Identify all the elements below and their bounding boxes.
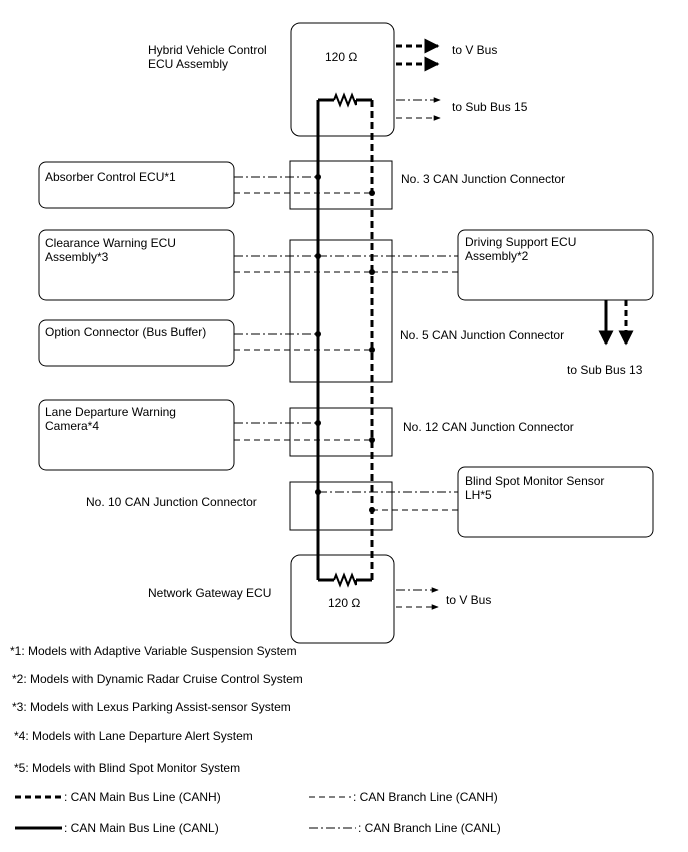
footnote-5: *5: Models with Blind Spot Monitor Syste… [14,761,241,775]
clearance-ecu-label: Clearance Warning ECU Assembly*3 [45,236,176,264]
junction-12-box [289,407,393,457]
hv-ecu-label: Hybrid Vehicle Control ECU Assembly [148,43,267,71]
junction-dot [315,420,321,426]
gw-resistor-symbol [333,572,357,588]
junction-12-label: No. 12 CAN Junction Connector [403,420,574,434]
option-connector-label: Option Connector (Bus Buffer) [45,325,207,339]
gw-resistor-value: 120 Ω [328,596,361,610]
option-connector-box [38,319,235,367]
blind-spot-sensor-box [457,466,654,538]
junction-dot [315,253,321,259]
hv-resistor-value: 120 Ω [325,50,358,64]
junction-dot [369,269,375,275]
destination-v-bus-top: to V Bus [452,43,498,57]
junction-3-box [289,160,393,210]
destination-sub-bus-15: to Sub Bus 15 [452,100,528,114]
footnote-4: *4: Models with Lane Departure Alert Sys… [14,729,253,743]
footnote-2: *2: Models with Dynamic Radar Cruise Con… [12,672,303,686]
legend-branch-canh-label: : CAN Branch Line (CANH) [353,790,498,804]
blind-spot-sensor-label: Blind Spot Monitor Sensor LH*5 [465,474,605,502]
junction-10-label: No. 10 CAN Junction Connector [86,495,257,509]
absorber-ecu-label: Absorber Control ECU*1 [45,170,176,184]
destination-sub-bus-13: to Sub Bus 13 [567,363,643,377]
footnote-1: *1: Models with Adaptive Variable Suspen… [10,644,297,658]
junction-5-label: No. 5 CAN Junction Connector [400,328,565,342]
junction-dot [369,190,375,196]
legend-main-canh-label: : CAN Main Bus Line (CANH) [64,790,221,804]
lane-camera-label: Lane Departure Warning Camera*4 [45,405,176,433]
junction-10-box [289,481,393,531]
driving-support-ecu-label: Driving Support ECU Assembly*2 [465,235,577,263]
gateway-ecu-label: Network Gateway ECU [148,586,272,600]
junction-dot [369,437,375,443]
junction-5-box [289,239,393,383]
legend-branch-canl-label: : CAN Branch Line (CANL) [358,821,501,835]
junction-dot [315,331,321,337]
absorber-ecu-box [38,161,235,209]
gateway-ecu-box [290,554,395,644]
footnote-3: *3: Models with Lexus Parking Assist-sen… [12,700,291,714]
legend-main-canl-label: : CAN Main Bus Line (CANL) [64,821,219,835]
junction-dot [315,489,321,495]
junction-dot [315,174,321,180]
junction-3-label: No. 3 CAN Junction Connector [401,172,566,186]
destination-v-bus-bottom: to V Bus [446,593,492,607]
junction-dot [369,347,375,353]
driving-support-ecu-box [457,229,654,301]
lane-camera-box [38,399,235,471]
junction-dot [369,507,375,513]
hv-resistor-symbol [333,92,357,108]
hv-ecu-box [290,22,395,137]
clearance-ecu-box [38,229,235,301]
